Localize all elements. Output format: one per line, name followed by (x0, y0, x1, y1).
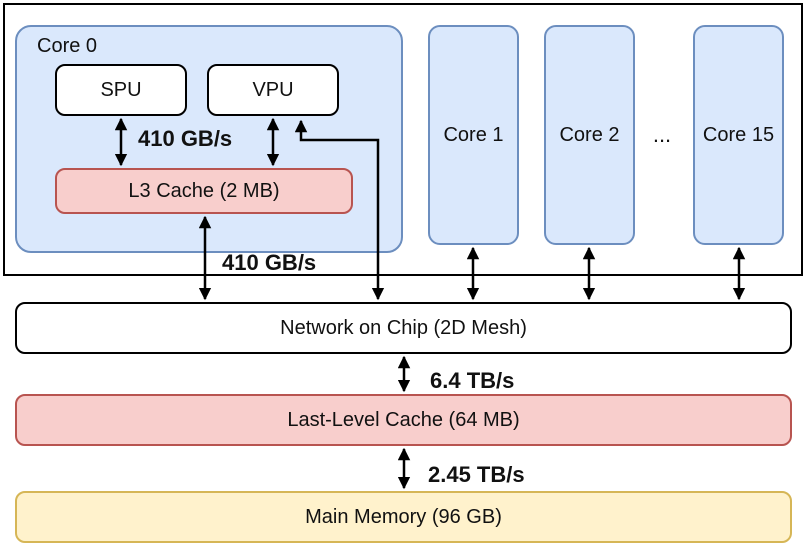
core-1-block: Core 1 (428, 25, 519, 245)
vpu-block: VPU (207, 64, 339, 116)
chip-boundary (3, 3, 803, 276)
network-on-chip-block: Network on Chip (2D Mesh) (15, 302, 792, 354)
core-0-title: Core 0 (37, 35, 98, 57)
last-level-cache-block: Last-Level Cache (64 MB) (15, 394, 792, 446)
l3-cache-label: L3 Cache (2 MB) (128, 179, 280, 202)
llc-memory-bandwidth-label: 2.45 TB/s (428, 462, 525, 487)
spu-block: SPU (55, 64, 187, 116)
core-15-block: Core 15 (693, 25, 784, 245)
vpu-noc-arrow (294, 119, 385, 301)
core-2-label: Core 2 (559, 123, 620, 146)
core-internal-bandwidth-label: 410 GB/s (138, 126, 233, 151)
memory-label: Main Memory (96 GB) (305, 505, 502, 528)
core-15-label: Core 15 (702, 123, 775, 146)
core-1-label: Core 1 (443, 123, 504, 146)
noc-llc-bandwidth-label: 6.4 TB/s (430, 368, 515, 393)
more-cores-ellipsis: ... (652, 122, 672, 147)
noc-label: Network on Chip (2D Mesh) (280, 316, 527, 339)
spu-label: SPU (100, 78, 142, 101)
vpu-label: VPU (252, 78, 294, 101)
core-2-block: Core 2 (544, 25, 635, 245)
llc-label: Last-Level Cache (64 MB) (287, 408, 520, 431)
main-memory-block: Main Memory (96 GB) (15, 491, 792, 543)
